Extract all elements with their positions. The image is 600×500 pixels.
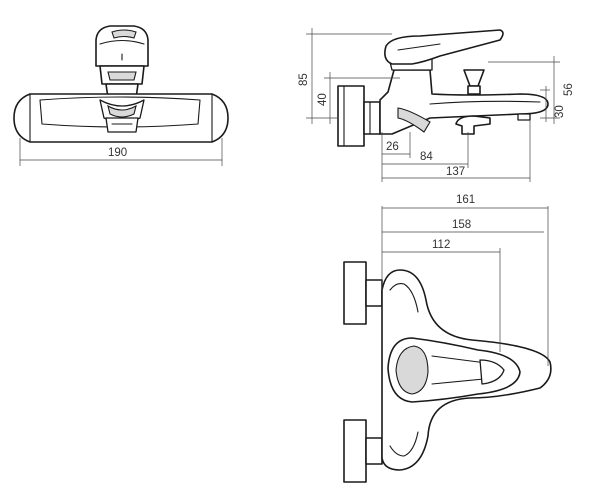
dim-side-26-label: 26 [386,141,399,153]
dim-side-30-label: 30 [554,105,566,118]
side-hose-connector [455,115,491,135]
top-lever [387,337,521,403]
dim-front-width: 190 [19,138,223,166]
side-diverter-knob [463,69,485,95]
dim-side-56: 56 [488,56,575,124]
dim-side-85-label: 85 [298,73,310,86]
side-lever-handle [384,29,504,65]
side-spout [397,100,541,133]
side-view: 85 40 56 30 26 [298,28,575,182]
top-view: 161 158 112 [343,194,552,483]
dim-side-56-label: 56 [563,83,575,96]
top-flange-lower [343,419,383,483]
dim-side-85: 85 [298,28,392,124]
dim-front-width-label: 190 [108,147,127,159]
dim-side-84-label: 84 [420,151,433,163]
dim-side-horizontal: 26 84 137 [381,120,531,182]
side-wall-flange [337,85,381,147]
dim-top-161-label: 161 [456,194,475,206]
dim-side-137-label: 137 [446,166,465,178]
front-lever [95,25,149,67]
dim-side-30: 30 [540,86,566,122]
front-view: 190 [13,25,229,166]
dim-top: 161 158 112 [381,194,549,366]
dim-top-112-label: 112 [432,239,450,251]
dim-side-40-label: 40 [317,93,329,106]
dim-side-40: 40 [317,72,400,124]
dim-top-158-label: 158 [452,219,471,231]
top-flange-upper [343,261,383,325]
front-body [13,93,229,143]
